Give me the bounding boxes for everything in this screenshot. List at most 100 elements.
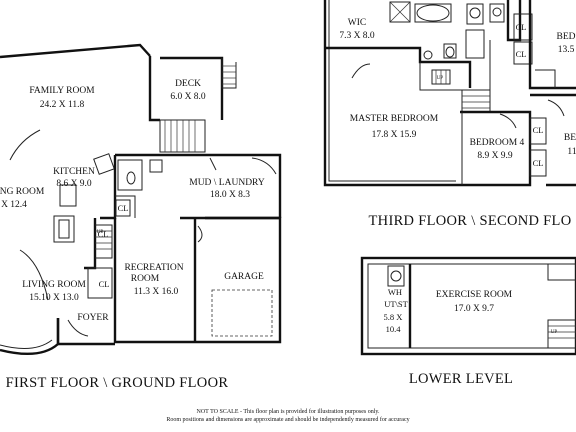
master-door-swing <box>351 63 371 79</box>
closet-bed-partial <box>529 149 547 177</box>
living-room-bay-inner <box>0 339 53 350</box>
living-room-arc <box>19 249 49 301</box>
up-label-upper: UP <box>437 76 444 81</box>
up-label-lower: UP <box>551 330 558 335</box>
closet-label-bed-partial: CL <box>533 158 544 168</box>
kitchen-name: KITCHEN <box>53 167 95 177</box>
lower-level-title: LOWER LEVEL <box>409 371 513 387</box>
disclaimer-line-1: NOT TO SCALE - This floor plan is provid… <box>196 409 380 415</box>
disclaimer: NOT TO SCALE - This floor plan is provid… <box>0 409 576 424</box>
wh-ut-st-name: WH <box>388 287 402 297</box>
up-label-first: UP <box>97 230 104 235</box>
upper-stair-landing <box>431 69 451 85</box>
wic-dim: 7.3 X 8.0 <box>339 31 375 41</box>
core-west-wall <box>84 218 97 270</box>
foyer-walls <box>56 318 115 346</box>
recreation-room-dim: 11.3 X 16.0 <box>134 287 179 297</box>
closet-upper-1 <box>513 13 533 41</box>
recreation-room-walls <box>113 218 205 344</box>
lower-level-inner <box>367 263 576 349</box>
section-titles: FIRST FLOOR \ GROUND FLOOR THIRD FLOOR \… <box>6 213 572 391</box>
first-floor-title: FIRST FLOOR \ GROUND FLOOR <box>6 375 229 391</box>
wic-name: WIC <box>348 18 366 28</box>
wic-south-wall <box>325 46 472 88</box>
closet-label-foyer: CL <box>99 279 110 289</box>
deck-stairs <box>221 58 237 89</box>
garage-door-swing <box>197 225 203 243</box>
master-bedroom-name: MASTER BEDROOM <box>350 114 439 124</box>
disclaimer-line-2: Room positions and dimensions are approx… <box>166 416 410 423</box>
wh-ut-st-name2: UT\ST <box>384 299 408 309</box>
master-bedroom-dim: 17.8 X 15.9 <box>372 130 417 140</box>
bedroom-partial-top-name: BED <box>557 32 576 42</box>
closet-label-upper-1: CL <box>516 22 527 32</box>
dining-room-dim: X 12.4 <box>1 200 27 210</box>
kitchen-sink <box>93 153 115 175</box>
deck-name: DECK <box>175 79 201 89</box>
upper-stairs <box>461 89 491 113</box>
vanity-sink-2 <box>492 7 502 17</box>
garage-parking-outline <box>211 289 273 337</box>
bed-partial-wall <box>528 0 576 90</box>
family-room-name: FAMILY ROOM <box>29 86 95 96</box>
lower-level-plan <box>360 256 576 356</box>
foyer-name: FOYER <box>77 313 109 323</box>
recreation-room-name: RECREATION <box>124 263 183 273</box>
bedroom4-dim: 8.9 X 9.9 <box>477 151 513 161</box>
bedroom4-door-swing <box>499 113 517 129</box>
living-room-name: LIVING ROOM <box>22 280 86 290</box>
family-room-arc <box>9 129 41 161</box>
mud-laundry-name: MUD \ LAUNDRY <box>189 178 265 188</box>
closet-bed4 <box>529 117 547 145</box>
front-door-swing <box>67 319 89 337</box>
main-stairs <box>159 119 206 153</box>
laundry-sink <box>149 159 163 173</box>
lower-stairs <box>95 224 113 259</box>
bedroom-partial-mid-name: BE <box>564 133 576 143</box>
room-labels: FAMILY ROOM 24.2 X 11.8 DECK 6.0 X 8.0 K… <box>0 18 576 335</box>
half-bath <box>117 159 143 191</box>
bedroom4-walls <box>460 110 532 187</box>
closet-label-bed4: CL <box>533 125 544 135</box>
living-room-dim: 15.10 X 13.0 <box>29 293 79 303</box>
mud-laundry-dim: 18.0 X 8.3 <box>210 190 250 200</box>
closet-label-kitchen: CL <box>98 229 109 239</box>
upper-floor-title: THIRD FLOOR \ SECOND FLO <box>369 213 572 229</box>
closet-kitchen <box>115 199 131 217</box>
bathtub <box>416 4 450 22</box>
dining-room-name: NG ROOM <box>0 187 45 197</box>
kitchen-dim: 8.6 X 9.0 <box>56 179 92 189</box>
bedroom-partial-mid-dim: 11 <box>567 147 576 157</box>
lower-stairs-up <box>547 319 576 349</box>
wh-ut-st-dim2: 10.4 <box>386 324 402 334</box>
family-room-east-wall <box>148 56 160 122</box>
garage-walls <box>205 216 282 344</box>
exercise-room-name: EXERCISE ROOM <box>436 290 513 300</box>
deck-outline <box>160 56 224 120</box>
deck-dim: 6.0 X 8.0 <box>170 92 206 102</box>
water-heater <box>387 265 405 287</box>
closet-label-upper-2: CL <box>516 49 527 59</box>
family-room-dim: 24.2 X 11.8 <box>40 100 85 110</box>
vanity-sink <box>469 7 481 19</box>
garage-name: GARAGE <box>224 272 264 282</box>
hall-bath <box>419 40 491 91</box>
family-room-north-wall <box>0 43 151 59</box>
recreation-room-name2: ROOM <box>131 274 160 284</box>
upper-floor-plan <box>323 0 576 187</box>
kitchen-counter <box>59 184 77 207</box>
laundry-door-swing <box>251 157 277 175</box>
closet-upper-2 <box>513 41 533 65</box>
upper-west-wall <box>323 0 460 187</box>
lower-level-walls <box>360 256 576 356</box>
kitchen-island <box>53 215 75 243</box>
mud-laundry-north-wall <box>115 153 282 218</box>
first-floor-plan <box>0 43 282 356</box>
closet-label-core: CL <box>118 203 129 213</box>
wh-ut-st-dim: 5.8 X <box>384 312 403 322</box>
exercise-room-dim: 17.0 X 9.7 <box>454 304 494 314</box>
hall-tub <box>465 29 485 59</box>
upper-west-inner <box>328 0 456 182</box>
closet-foyer <box>87 267 113 299</box>
